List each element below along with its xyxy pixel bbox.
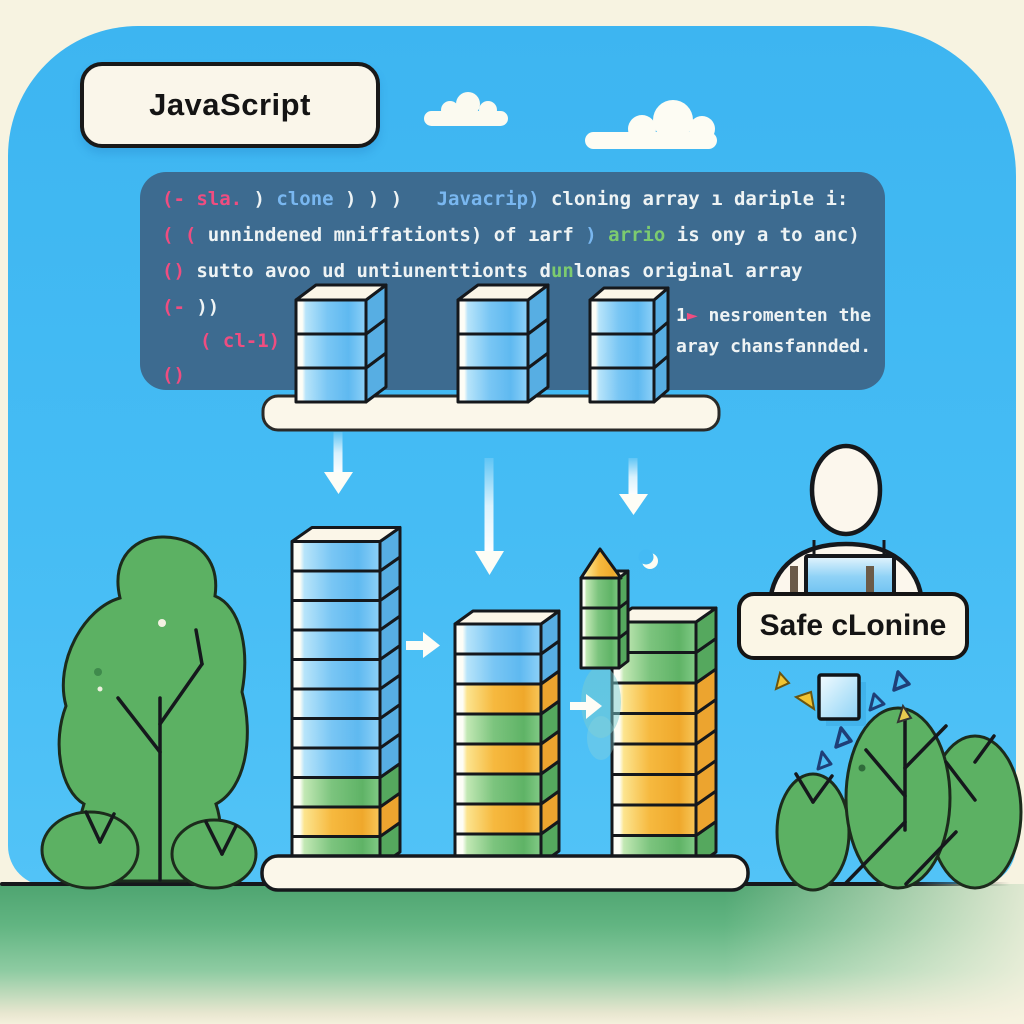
tower-left: [290, 526, 402, 868]
code-line-2: ( ( unnindened mniffationts) of ıarf ) a…: [162, 224, 860, 246]
code-line-4: (- )): [162, 296, 220, 318]
ground-fade: [724, 884, 1024, 1024]
decor-blue-square: [817, 673, 861, 721]
pyramid-cap: [579, 547, 623, 580]
tree-bush-right: [170, 818, 258, 890]
decor-triangle-navy-1: [892, 670, 911, 692]
javascript-badge: JavaScript: [80, 62, 380, 148]
badge-label: JavaScript: [149, 87, 311, 122]
safe-cloning-sign: Safe cLonine: [737, 592, 969, 660]
code-line-3: () sutto avoo ud untiunenttionts dunlona…: [162, 260, 803, 282]
decor-triangle-yellow-2: [793, 690, 816, 712]
bush-yellow-triangle: [896, 703, 913, 724]
cloud-small: [424, 92, 508, 126]
decor-triangle-navy-3: [834, 726, 853, 749]
code-line-5: ( cl-1): [200, 330, 281, 352]
base-platform: [260, 854, 750, 892]
arrow-down-2: [475, 458, 504, 575]
decor-triangle-yellow-1: [774, 670, 791, 691]
shelf-stack-2: [456, 283, 550, 404]
arrow-right-2: [570, 694, 602, 719]
decor-triangle-navy-2: [868, 692, 886, 712]
tree-dot-small: [97, 686, 103, 692]
dust-trail: [581, 666, 621, 738]
shelf-stack-3: [588, 286, 670, 404]
person: [767, 443, 925, 613]
tree-bush-left: [40, 810, 140, 890]
code-line-6: (): [162, 364, 185, 386]
arrow-right-1: [406, 632, 440, 658]
tree-canopy: [57, 535, 249, 883]
bush-branches: [794, 714, 996, 886]
arrow-down-1: [324, 432, 353, 494]
bush-right: [775, 703, 1023, 892]
arrow-down-3: [619, 458, 648, 515]
tree-dot-dark: [94, 668, 102, 676]
code-line-1: (- sla. ) clone ) ) ) Javacrip) cloning …: [162, 188, 849, 210]
tree-left: [40, 535, 258, 890]
tower-back-small: [579, 569, 630, 670]
shelf-block-stacks: [294, 283, 670, 404]
shelf-stack-1: [294, 283, 388, 404]
person-head: [809, 443, 883, 537]
tree-branches: [84, 628, 238, 882]
tower-middle: [453, 609, 561, 866]
sign-label: Safe cLonine: [759, 609, 947, 642]
crescent-moon-icon: [638, 549, 658, 569]
bush-dot: [858, 764, 866, 772]
dust-trail-2: [587, 716, 615, 760]
tree-dot-white: [158, 619, 166, 627]
cloud-large: [585, 100, 717, 149]
decor-triangle-navy-4: [816, 750, 833, 771]
